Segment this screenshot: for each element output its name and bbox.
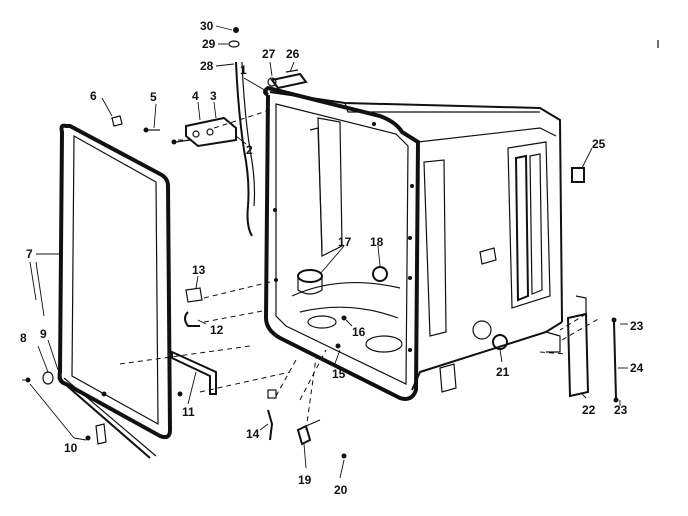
part-14 bbox=[267, 409, 274, 441]
callout-8: 8 bbox=[20, 331, 27, 345]
side-recess-right bbox=[507, 141, 551, 309]
callout-3: 3 bbox=[210, 89, 217, 103]
part-10 bbox=[95, 423, 107, 445]
screw-20 bbox=[341, 453, 347, 459]
top-bracket bbox=[267, 69, 308, 90]
callout-7: 7 bbox=[26, 247, 33, 261]
callout-labels: 30 29 28 27 26 1 6 5 4 3 2 25 17 18 7 13… bbox=[20, 19, 644, 497]
callout-23-bottom: 23 bbox=[614, 403, 628, 417]
part-22 bbox=[566, 295, 590, 398]
callout-29: 29 bbox=[202, 37, 216, 51]
part-13 bbox=[185, 287, 203, 303]
callout-2: 2 bbox=[246, 143, 253, 157]
part-9 bbox=[42, 371, 54, 385]
callout-15: 15 bbox=[332, 367, 346, 381]
callout-16: 16 bbox=[352, 325, 366, 339]
callout-4: 4 bbox=[192, 89, 199, 103]
part-8 bbox=[25, 377, 31, 383]
washer-29 bbox=[228, 40, 240, 48]
screw-16 bbox=[341, 315, 347, 321]
callout-5: 5 bbox=[150, 90, 157, 104]
grommet-21 bbox=[492, 334, 508, 350]
callout-27: 27 bbox=[262, 47, 276, 61]
callout-17: 17 bbox=[338, 235, 352, 249]
callout-30: 30 bbox=[200, 19, 214, 33]
callout-12: 12 bbox=[210, 323, 224, 337]
callout-9: 9 bbox=[40, 327, 47, 341]
callout-1: 1 bbox=[240, 63, 247, 77]
clip-25 bbox=[571, 167, 585, 183]
rod-24 bbox=[611, 317, 619, 403]
part-12 bbox=[184, 311, 200, 327]
bracket-11 bbox=[171, 350, 217, 395]
callout-24: 24 bbox=[630, 361, 644, 375]
fill-hose bbox=[235, 61, 253, 237]
callout-18: 18 bbox=[370, 235, 384, 249]
part-19 bbox=[296, 419, 321, 446]
callout-21: 21 bbox=[496, 365, 510, 379]
screw-6 bbox=[111, 115, 123, 127]
callout-10: 10 bbox=[64, 441, 78, 455]
callout-14: 14 bbox=[246, 427, 260, 441]
tub-assembly bbox=[263, 85, 563, 401]
callout-6: 6 bbox=[90, 89, 97, 103]
callout-25: 25 bbox=[592, 137, 606, 151]
hinge-bracket bbox=[143, 116, 237, 148]
float-17 bbox=[297, 269, 323, 295]
callout-22: 22 bbox=[582, 403, 596, 417]
leader-lines bbox=[22, 25, 628, 479]
grommet-18 bbox=[372, 266, 388, 282]
callout-19: 19 bbox=[298, 473, 312, 487]
callout-13: 13 bbox=[192, 263, 206, 277]
side-recess-left bbox=[423, 159, 447, 337]
alignment-lines bbox=[119, 109, 601, 431]
callout-20: 20 bbox=[334, 483, 348, 497]
callout-26: 26 bbox=[286, 47, 300, 61]
callout-23-top: 23 bbox=[630, 319, 644, 333]
callout-28: 28 bbox=[200, 59, 214, 73]
door-gasket bbox=[57, 123, 173, 459]
fastener-30 bbox=[233, 27, 239, 33]
callout-11: 11 bbox=[182, 405, 195, 419]
